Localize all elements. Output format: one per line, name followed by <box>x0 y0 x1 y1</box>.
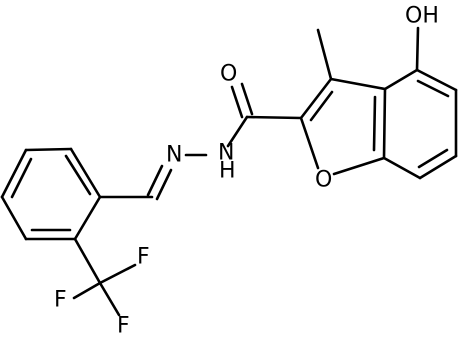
bond-c-f-bottom <box>98 281 121 317</box>
hydroxyl-label: OH <box>405 4 439 29</box>
bond-c2-c3-inner <box>309 90 334 122</box>
imine-nitrogen-label: N <box>166 143 182 168</box>
carbonyl-oxygen-label: O <box>220 62 237 87</box>
furan-oxygen-label: O <box>315 168 332 193</box>
bond-c6-c7-inner <box>417 148 449 169</box>
fluorine-top-label: F <box>137 245 150 270</box>
amide-nitrogen-label: N <box>218 141 234 166</box>
bond-ph-4-5 <box>0 195 28 241</box>
bond-ph-3-4-inner <box>10 157 33 199</box>
bond-carbonyl-o-b <box>240 82 254 116</box>
bond-carbonyl-o-a <box>230 85 244 119</box>
bond-ph-6-1 <box>73 195 102 241</box>
bond-c2-c3 <box>299 77 333 120</box>
bond-c4-oh <box>415 26 420 72</box>
bond-lines <box>0 26 458 317</box>
bond-ph-cf3 <box>73 237 102 285</box>
bond-c2-o1 <box>299 116 320 170</box>
fluorine-bottom-label: F <box>117 314 130 339</box>
bond-c2-carbonyl <box>245 115 303 120</box>
bond-c4-c5 <box>415 68 458 92</box>
bond-c-f-left <box>72 281 102 300</box>
bond-c3a-c7a <box>382 87 387 160</box>
bond-ph-2-3 <box>24 147 73 152</box>
bond-ph-1-2 <box>69 147 102 199</box>
amide-hydrogen-label: H <box>219 159 236 184</box>
bond-c3a-c7a-inner <box>372 95 377 152</box>
bond-c-f-top <box>98 263 137 285</box>
bond-ph-1-2-inner <box>64 154 92 196</box>
bond-imine-a <box>146 164 164 197</box>
bond-c3-c3a <box>329 77 387 91</box>
atom-labels: OH O O N H N F F F <box>54 4 439 339</box>
bond-c3a-c4 <box>383 68 419 91</box>
bond-carbonyl-n <box>226 115 249 148</box>
bond-c4-c5-inner <box>416 79 450 98</box>
bond-imine-b <box>155 168 173 201</box>
bond-methyl <box>316 28 333 81</box>
bond-ph-3-4 <box>0 148 28 199</box>
bond-o1-c7a <box>332 156 386 176</box>
bond-c7-c7a <box>382 156 422 180</box>
bond-c6-c7 <box>418 154 458 180</box>
fluorine-left-label: F <box>54 288 67 313</box>
